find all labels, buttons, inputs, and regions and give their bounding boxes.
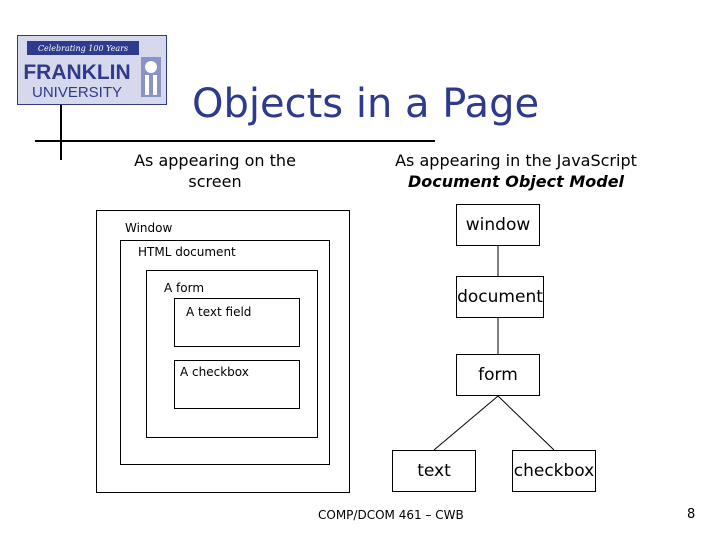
logo-graphic: Celebrating 100 Years FRANKLIN UNIVERSIT… (16, 34, 168, 106)
right-heading-line1: As appearing in the JavaScript (395, 151, 637, 170)
dom-node-text: text (392, 450, 476, 492)
right-column-heading: As appearing in the JavaScript Document … (380, 150, 652, 192)
connector-form-text (433, 395, 499, 451)
left-column-heading: As appearing on the screen (115, 150, 315, 192)
text-field-box (174, 298, 300, 347)
left-heading-line2: screen (188, 172, 242, 191)
text-field-label-front: A text field (186, 305, 252, 319)
franklin-university-logo: Celebrating 100 Years FRANKLIN UNIVERSIT… (16, 34, 168, 106)
left-heading-line1: As appearing on the (134, 151, 296, 170)
dom-node-window: window (456, 204, 540, 246)
logo-banner: Celebrating 100 Years (38, 44, 128, 53)
right-heading-line2: Document Object Model (407, 172, 625, 191)
logo-emblem-icon (141, 57, 161, 97)
dom-node-document: document (456, 276, 544, 318)
logo-line2: UNIVERSITY (32, 84, 122, 101)
divider-vertical (60, 105, 62, 160)
window-box-label: Window (125, 221, 173, 235)
dom-node-checkbox: checkbox (512, 450, 596, 492)
divider-horizontal (35, 140, 435, 142)
html-document-box-label: HTML document (138, 245, 236, 259)
checkbox-box (174, 360, 300, 409)
form-box-label: A form (164, 281, 205, 295)
page-number: 8 (687, 507, 696, 522)
slide-title: Objects in a Page (192, 81, 540, 127)
checkbox-box-label: A checkbox (180, 365, 249, 379)
slide-footer: COMP/DCOM 461 – CWB (318, 508, 464, 522)
dom-node-form: form (456, 354, 540, 396)
logo-line1: FRANKLIN (23, 61, 130, 84)
connector-form-checkbox (497, 395, 555, 451)
